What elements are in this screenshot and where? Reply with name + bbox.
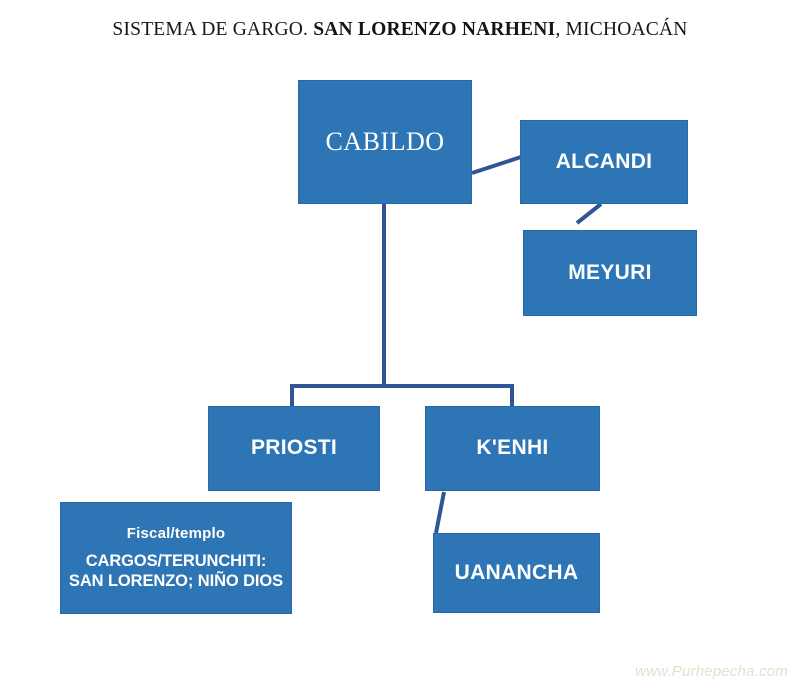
title-emphasis: SAN LORENZO NARHENI bbox=[313, 19, 556, 40]
watermark: www.Purhepecha.com bbox=[635, 663, 788, 680]
node-priosti[interactable]: PRIOSTI bbox=[208, 406, 380, 491]
edge-alcandi-meyuri bbox=[575, 202, 603, 225]
node-meyuri-label: MEYURI bbox=[568, 260, 652, 284]
node-cabildo[interactable]: CABILDO bbox=[298, 80, 472, 204]
title-prefix: SISTEMA DE GARGO. bbox=[112, 19, 314, 40]
node-fiscal-line2: CARGOS/TERUNCHITI: SAN LORENZO; NIÑO DIO… bbox=[68, 552, 284, 591]
node-alcandi-label: ALCANDI bbox=[555, 149, 653, 173]
edge-cabildo-alcandi bbox=[471, 155, 522, 175]
node-kenhi-label: K'ENHI bbox=[476, 436, 549, 460]
node-uanancha-label: UANANCHA bbox=[454, 560, 579, 584]
node-meyuri[interactable]: MEYURI bbox=[523, 230, 697, 316]
node-uanancha[interactable]: UANANCHA bbox=[433, 533, 600, 613]
node-alcandi[interactable]: ALCANDI bbox=[520, 120, 688, 204]
page-title: SISTEMA DE GARGO. SAN LORENZO NARHENI, M… bbox=[0, 19, 800, 41]
node-fiscal-line1: Fiscal/templo bbox=[126, 524, 226, 542]
node-kenhi[interactable]: K'ENHI bbox=[425, 406, 600, 491]
title-suffix: , MICHOACÁN bbox=[555, 19, 688, 40]
edge-kenhi-uanancha bbox=[434, 491, 446, 534]
node-cabildo-label: CABILDO bbox=[325, 126, 445, 156]
node-fiscal-cargos[interactable]: Fiscal/templo CARGOS/TERUNCHITI: SAN LOR… bbox=[60, 502, 292, 614]
node-priosti-label: PRIOSTI bbox=[250, 436, 338, 460]
